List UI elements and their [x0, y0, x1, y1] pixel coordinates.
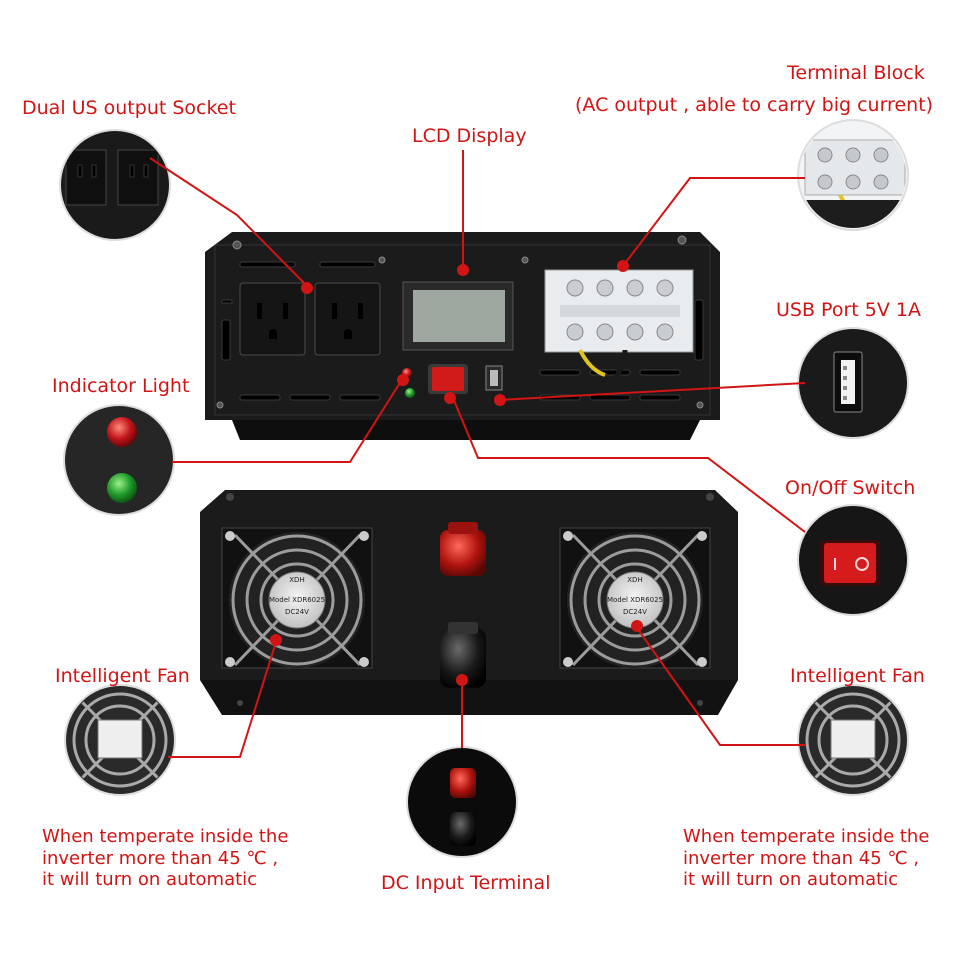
fan-sticker-brand-left: XDH	[289, 576, 304, 584]
dual-us-socket-front	[239, 282, 381, 356]
note-fan-right: When temperate inside the inverter more …	[683, 826, 929, 891]
fan-sticker-spec-right: DC24V	[623, 608, 647, 616]
fan-left-rear	[221, 527, 373, 669]
note-fan-left: When temperate inside the inverter more …	[42, 826, 288, 891]
zoom-onoff-switch	[797, 504, 909, 616]
label-dual-socket: Dual US output Socket	[22, 97, 236, 119]
label-indicator-light: Indicator Light	[52, 375, 190, 397]
note-right-line-3: it will turn on automatic	[683, 869, 899, 891]
fan-sticker-text: XDH Model XDR6025 DC24V XDH Model XDR602…	[269, 576, 663, 616]
zoom-dc-input	[406, 746, 518, 858]
note-right-line-2: inverter more than 45 ℃ ,	[683, 847, 920, 869]
onoff-switch-front	[428, 364, 468, 394]
zoom-terminal-block	[797, 119, 909, 231]
label-fan-left: Intelligent Fan	[55, 665, 190, 687]
zoom-fan-right	[797, 684, 909, 796]
label-onoff-switch: On/Off Switch	[785, 477, 916, 499]
callout-dots	[270, 260, 643, 686]
label-dc-input: DC Input Terminal	[381, 872, 551, 894]
label-terminal-block-sub: (AC output , able to carry big current)	[575, 94, 934, 116]
label-lcd-display: LCD Display	[412, 125, 527, 147]
usb-port-front	[485, 365, 503, 391]
fan-sticker-model-left: Model XDR6025	[269, 596, 325, 604]
dc-input-terminal-rear	[440, 522, 486, 688]
label-usb-port: USB Port 5V 1A	[776, 299, 921, 321]
terminal-block-front	[544, 269, 694, 380]
zoom-usb-port	[797, 327, 909, 439]
note-left-line-2: inverter more than 45 ℃ ,	[42, 847, 279, 869]
fan-sticker-spec-left: DC24V	[285, 608, 309, 616]
note-right-line-1: When temperate inside the	[683, 826, 930, 847]
fan-right-rear	[559, 527, 711, 669]
fan-sticker-brand-right: XDH	[627, 576, 642, 584]
zoom-dual-socket	[59, 129, 171, 241]
zoom-fan-left	[64, 684, 176, 796]
note-left-line-3: it will turn on automatic	[42, 869, 258, 891]
callout-lines	[149, 150, 806, 758]
lcd-display-front	[402, 281, 514, 351]
label-terminal-block-title: Terminal Block	[787, 62, 925, 84]
note-left-line-1: When temperate inside the	[42, 826, 289, 847]
label-fan-right: Intelligent Fan	[790, 665, 925, 687]
zoom-indicator-light	[63, 404, 175, 516]
fan-sticker-model-right: Model XDR6025	[607, 596, 663, 604]
